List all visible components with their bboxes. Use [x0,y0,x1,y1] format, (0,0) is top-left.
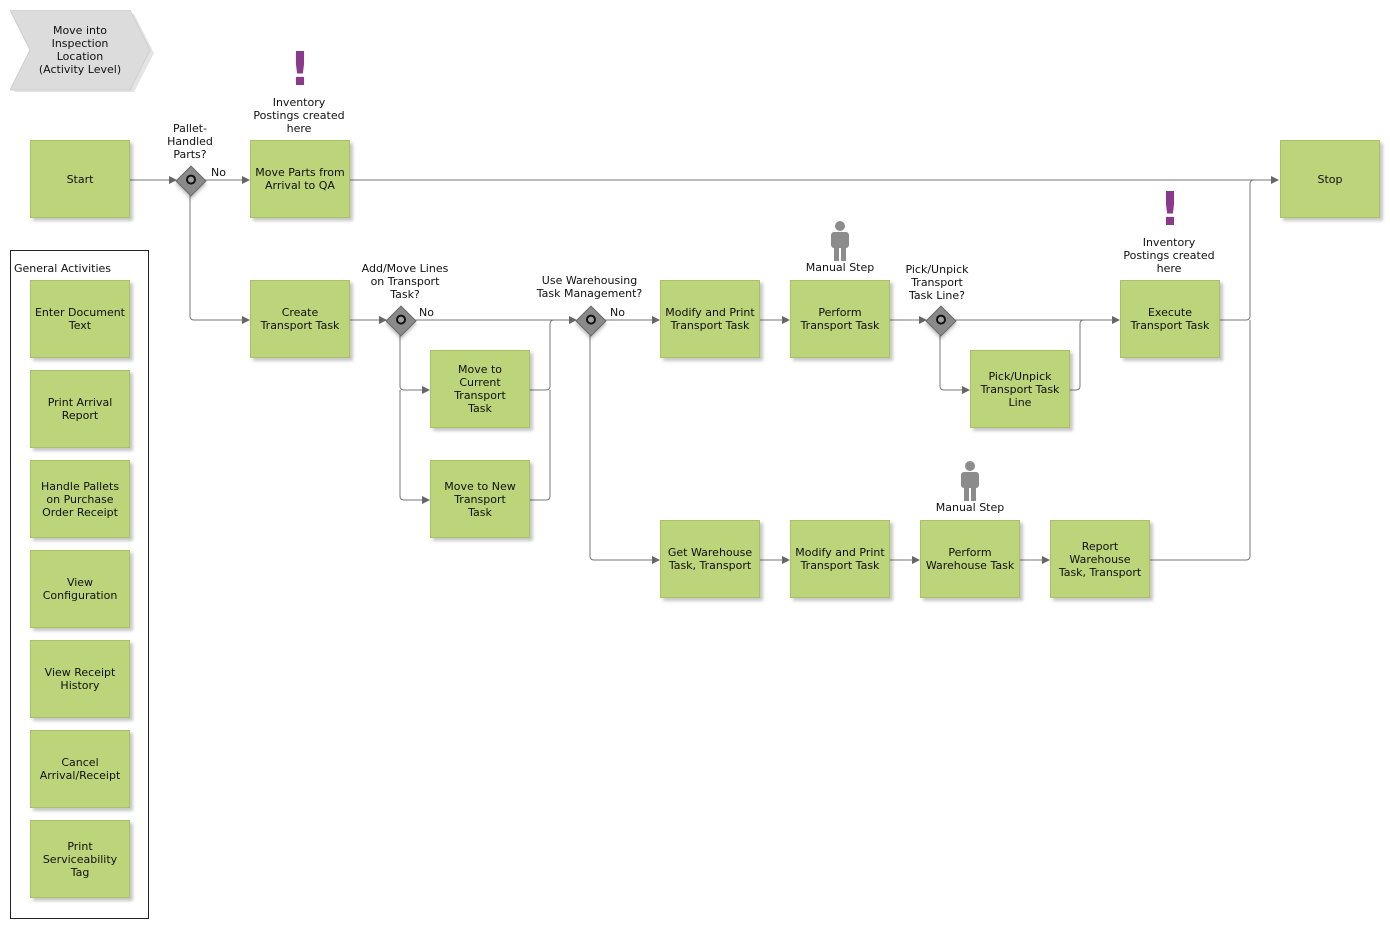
modify-print-transport-task-activity[interactable]: Modify and Print Transport Task [660,280,760,358]
print-serviceability-tag-activity[interactable]: Print Serviceability Tag [30,820,130,898]
view-configuration-activity[interactable]: View Configuration [30,550,130,628]
pick-unpick-question: Pick/Unpick Transport Task Line? [905,263,969,302]
exclamation-icon: ! [1159,182,1181,236]
move-parts-activity[interactable]: Move Parts from Arrival to QA [250,140,350,218]
view-receipt-history-activity[interactable]: View Receipt History [30,640,130,718]
person-icon [961,461,979,501]
exclamation-icon: ! [289,42,311,96]
no-label-1: No [211,166,226,179]
move-to-new-transport-task-activity[interactable]: Move to New Transport Task [430,460,530,538]
report-warehouse-task-activity[interactable]: Report Warehouse Task, Transport [1050,520,1150,598]
no-label-2: No [419,306,434,319]
add-move-lines-question: Add/Move Lines on Transport Task? [361,262,449,301]
pallet-handled-question: Pallet- Handled Parts? [167,122,213,161]
manual-step-label-1: Manual Step [805,261,875,274]
create-transport-task-activity[interactable]: Create Transport Task [250,280,350,358]
move-to-current-transport-task-activity[interactable]: Move to Current Transport Task [430,350,530,428]
cancel-arrival-receipt-activity[interactable]: Cancel Arrival/Receipt [30,730,130,808]
manual-step-label-2: Manual Step [935,501,1005,514]
perform-warehouse-task-activity[interactable]: Perform Warehouse Task [920,520,1020,598]
start-activity[interactable]: Start [30,140,130,218]
no-label-3: No [610,306,625,319]
enter-document-text-activity[interactable]: Enter Document Text [30,280,130,358]
general-activities-panel [10,250,149,919]
use-warehousing-question: Use Warehousing Task Management? [536,274,643,300]
person-icon [831,221,849,261]
process-header-label: Move into Inspection Location (Activity … [38,24,122,76]
perform-transport-task-activity[interactable]: Perform Transport Task [790,280,890,358]
get-warehouse-task-activity[interactable]: Get Warehouse Task, Transport [660,520,760,598]
pick-unpick-transport-task-line-activity[interactable]: Pick/Unpick Transport Task Line [970,350,1070,428]
stop-activity[interactable]: Stop [1280,140,1380,218]
general-activities-title: General Activities [14,262,112,275]
inventory-postings-note-2: Inventory Postings created here [1123,236,1215,275]
execute-transport-task-activity[interactable]: Execute Transport Task [1120,280,1220,358]
modify-print-transport-task-2-activity[interactable]: Modify and Print Transport Task [790,520,890,598]
inventory-postings-note-1: Inventory Postings created here [253,96,345,135]
process-header-shape [10,10,154,92]
print-arrival-report-activity[interactable]: Print Arrival Report [30,370,130,448]
handle-pallets-activity[interactable]: Handle Pallets on Purchase Order Receipt [30,460,130,538]
